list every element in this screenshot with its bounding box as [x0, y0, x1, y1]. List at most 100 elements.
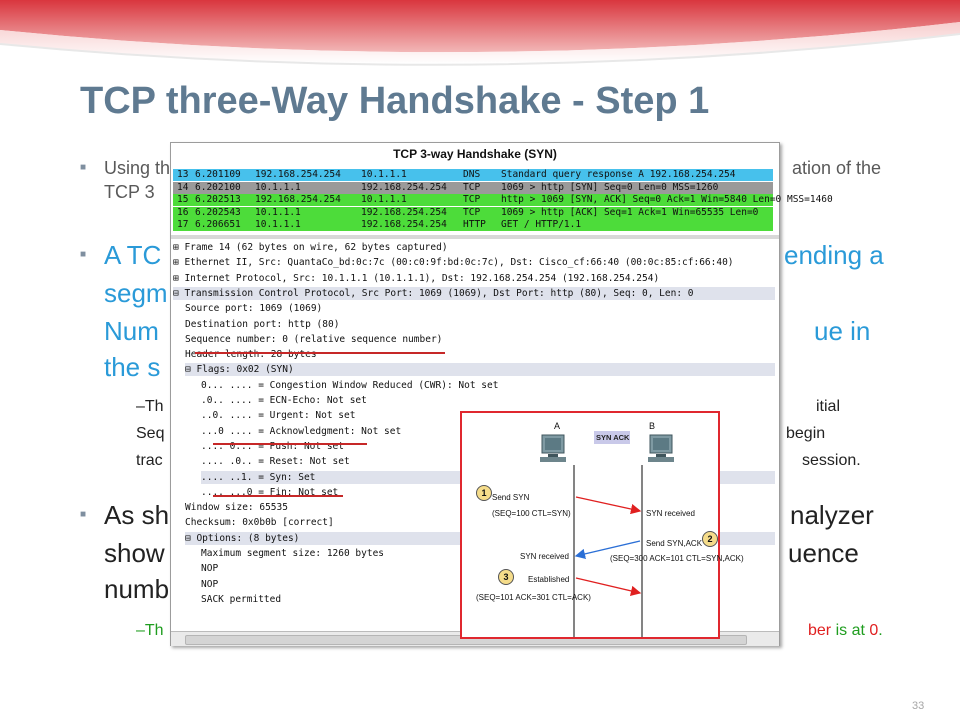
bullet-2-line-1-end: ending a	[784, 240, 884, 270]
collapse-icon[interactable]: ⊟	[173, 287, 185, 299]
packet-proto: HTTP	[463, 219, 486, 230]
tree-node[interactable]: NOP	[201, 578, 775, 591]
tree-node[interactable]: ⊟ Flags: 0x02 (SYN)	[185, 363, 775, 377]
packet-details-tree[interactable]: ⊞ Frame 14 (62 bytes on wire, 62 bytes c…	[171, 241, 779, 629]
tree-node-text: .... .0.. = Reset: Not set	[201, 456, 350, 468]
tree-node[interactable]: ⊟ Transmission Control Protocol, Src Por…	[173, 286, 775, 300]
collapse-icon[interactable]: ⊟	[185, 532, 197, 544]
packet-proto: TCP	[463, 206, 481, 218]
packet-proto: DNS	[463, 169, 481, 180]
pane-divider[interactable]	[171, 235, 779, 239]
tree-node[interactable]: Window size: 65535	[185, 501, 775, 514]
packet-no: 14	[177, 181, 189, 193]
packet-src: 10.1.1.1	[255, 219, 301, 230]
tree-node-text: .... ..1. = Syn: Set	[201, 471, 316, 483]
tree-node[interactable]: NOP	[201, 562, 775, 575]
a-syn-received: SYN received	[520, 552, 569, 561]
sub-bullet-1-line-1-start: –Th	[136, 398, 164, 415]
packet-dst: 192.168.254.254	[361, 219, 447, 230]
bullet-2-line-1-start: A TC	[104, 240, 162, 270]
step-2-line-1: Send SYN,ACK	[646, 539, 703, 548]
tree-node[interactable]: Sequence number: 0 (relative sequence nu…	[185, 333, 775, 346]
packet-src: 192.168.254.254	[255, 169, 341, 180]
computer-b-icon	[648, 434, 674, 462]
wireshark-title: TCP 3-way Handshake (SYN)	[393, 147, 557, 161]
tree-node[interactable]: ⊞ Internet Protocol, Src: 10.1.1.1 (10.1…	[173, 272, 775, 285]
tree-node[interactable]: ⊞ Frame 14 (62 bytes on wire, 62 bytes c…	[173, 241, 775, 254]
sub-bullet-2: –Th ber is at 0.	[136, 622, 906, 646]
tree-node[interactable]: .... .0.. = Reset: Not set	[201, 455, 775, 468]
step-3-line-2: (SEQ=101 ACK=301 CTL=ACK)	[476, 593, 591, 602]
established-label: Established	[528, 575, 570, 584]
bullet-2-line-2: segm	[104, 278, 168, 308]
packet-proto: TCP	[463, 194, 481, 205]
bullet-3-line-3: numb	[104, 574, 170, 604]
bullet-1-line-1-end: ation of the	[792, 158, 882, 178]
tree-node[interactable]: SACK permitted	[201, 593, 775, 606]
tree-node-text: Internet Protocol, Src: 10.1.1.1 (10.1.1…	[184, 272, 660, 284]
tree-node-text: Checksum: 0x0b0b [correct]	[185, 517, 334, 529]
bullet-3-line-1-start: As sh	[104, 500, 170, 530]
packet-no: 13	[177, 169, 189, 180]
packet-info: 1069 > http [SYN] Seq=0 Len=0 MSS=1260	[501, 181, 719, 193]
bullet-2: ■ A TC ending a segm Num ue in the s	[80, 240, 900, 390]
tree-node[interactable]: ⊞ Ethernet II, Src: QuantaCo_bd:0c:7c (0…	[173, 256, 775, 269]
tree-node[interactable]: Maximum segment size: 1260 bytes	[201, 547, 775, 560]
tree-node[interactable]: .... ...0 = Fin: Not set	[201, 486, 775, 499]
bullet-3-line-1-end: nalyzer	[790, 500, 874, 530]
tree-node-text: Ethernet II, Src: QuantaCo_bd:0c:7c (00:…	[184, 257, 734, 269]
tree-node-text: Source port: 1069 (1069)	[185, 303, 323, 315]
tree-node[interactable]: Checksum: 0x0b0b [correct]	[185, 516, 775, 529]
expand-icon[interactable]: ⊞	[173, 272, 185, 284]
tree-node-text: ...0 .... = Acknowledgment: Not set	[201, 425, 402, 437]
tree-node[interactable]: Source port: 1069 (1069)	[185, 302, 775, 315]
packet-no: 17	[177, 219, 189, 230]
tree-node[interactable]: ...0 .... = Acknowledgment: Not set	[201, 425, 775, 438]
tree-node[interactable]: Destination port: http (80)	[185, 318, 775, 331]
expand-icon[interactable]: ⊞	[173, 242, 185, 253]
tree-node[interactable]: Header length: 28 bytes	[185, 348, 775, 361]
sub-bullet-2-red-1: ber	[808, 622, 832, 639]
sub-bullet-2-mid: is at	[831, 622, 870, 639]
packet-time: 6.202513	[195, 194, 241, 205]
tree-node-text: Sequence number: 0 (relative sequence nu…	[185, 333, 443, 345]
slide-banner	[0, 0, 960, 66]
tree-node-text: .0.. .... = ECN-Echo: Not set	[201, 395, 367, 406]
packet-src: 10.1.1.1	[255, 181, 301, 193]
packet-dst: 10.1.1.1	[361, 194, 407, 205]
packet-time: 6.202100	[195, 181, 241, 193]
expand-icon[interactable]: ⊞	[173, 257, 185, 269]
tree-node-text: 0... .... = Congestion Window Reduced (C…	[201, 379, 499, 391]
bullet-2-line-4: the s	[104, 352, 161, 382]
bullet-3-line-2-end: uence	[788, 538, 859, 568]
collapse-icon[interactable]: ⊟	[185, 364, 197, 376]
slide-title: TCP three-Way Handshake - Step 1	[80, 80, 710, 122]
tree-node[interactable]: .... 0... = Push: Not set	[201, 440, 775, 453]
tree-node[interactable]: 0... .... = Congestion Window Reduced (C…	[201, 379, 775, 392]
packet-info: http > 1069 [SYN, ACK] Seq=0 Ack=1 Win=5…	[501, 194, 833, 205]
tree-node-text: Window size: 65535	[185, 502, 288, 514]
bullet-2-line-3-end: ue in	[814, 316, 871, 346]
sub-bullet-2-end: ber is at 0.	[808, 622, 883, 640]
packet-info: Standard query response A 192.168.254.25…	[501, 169, 736, 180]
tree-node-text: Transmission Control Protocol, Src Port:…	[184, 287, 694, 299]
tree-node-text: Destination port: http (80)	[185, 318, 340, 330]
tree-node-text: Flags: 0x02 (SYN)	[196, 364, 294, 376]
tree-node[interactable]: .0.. .... = ECN-Echo: Not set	[201, 394, 775, 407]
packet-dst: 192.168.254.254	[361, 181, 447, 193]
sub-bullet-1: –Th itial Seq begin trac session.	[136, 398, 916, 478]
sub-bullet-1-line-1-end: itial	[816, 398, 841, 415]
tree-node-text: Header length: 28 bytes	[185, 349, 317, 361]
bullet-square-icon: ■	[80, 249, 87, 260]
step-2-line-2: (SEQ=300 ACK=101 CTL=SYN,ACK)	[610, 554, 744, 563]
tree-node[interactable]: ..0. .... = Urgent: Not set	[201, 409, 775, 422]
packet-no: 16	[177, 206, 189, 218]
packet-src: 10.1.1.1	[255, 206, 301, 218]
step-3-marker: 3	[498, 569, 514, 585]
